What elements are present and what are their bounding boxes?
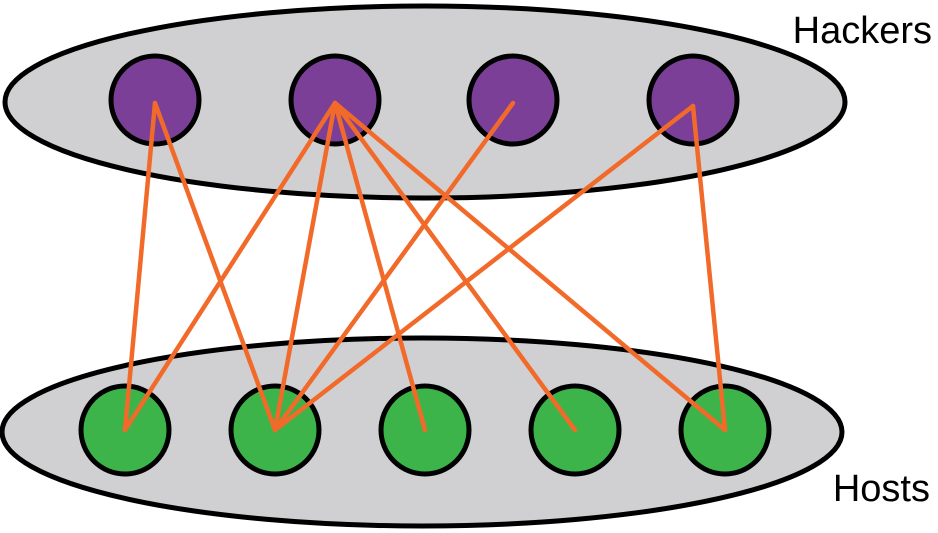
connection-edge bbox=[272, 100, 338, 433]
connection-edge bbox=[332, 100, 728, 433]
hosts-group-label: Hosts bbox=[832, 468, 930, 510]
connection-edge bbox=[272, 103, 696, 433]
edges-layer bbox=[122, 100, 728, 433]
connection-edge bbox=[332, 100, 578, 433]
connection-edge bbox=[272, 100, 516, 433]
connection-edge bbox=[332, 100, 428, 433]
connection-edge bbox=[122, 100, 338, 433]
hacker-node bbox=[108, 53, 202, 147]
connection-edge bbox=[152, 100, 278, 433]
hackers-group-label: Hackers bbox=[792, 10, 932, 52]
hacker-node bbox=[466, 53, 560, 147]
connection-edge bbox=[690, 103, 728, 433]
connection-edge bbox=[122, 100, 158, 433]
